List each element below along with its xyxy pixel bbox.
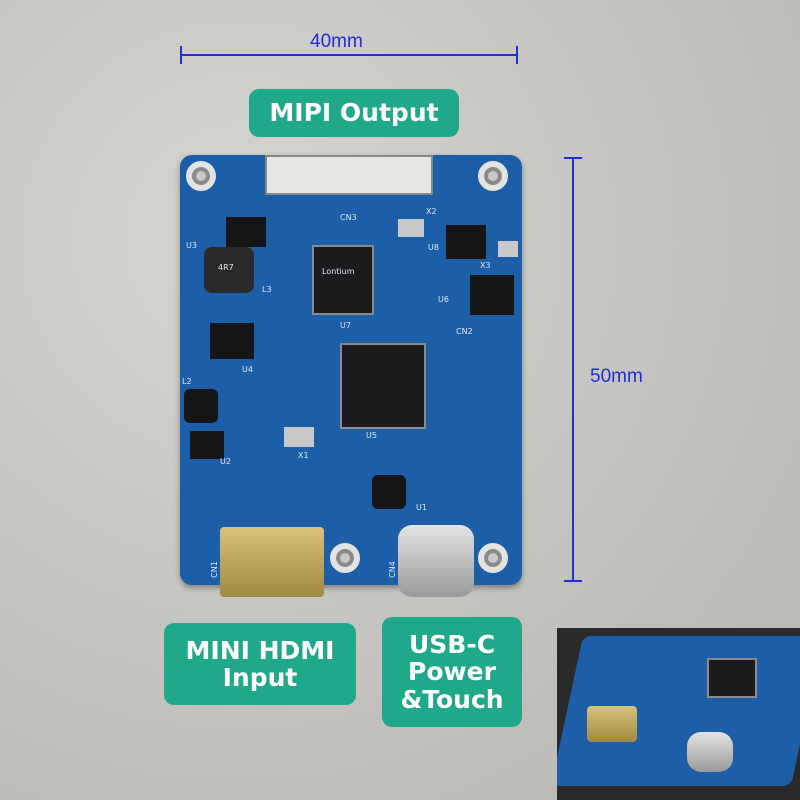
silk-x3: X3 xyxy=(480,261,491,270)
silk-u3: U3 xyxy=(186,241,197,250)
mini-hdmi-port xyxy=(220,527,324,597)
inductor-u1 xyxy=(372,475,406,509)
mount-hole xyxy=(330,543,360,573)
width-tick-right xyxy=(516,46,518,64)
pcb-board: CN3 Lontium U7 U5 4R7 L3 L2 U3 U4 U2 U8 … xyxy=(180,155,522,597)
usbc-line3: &Touch xyxy=(400,684,504,714)
usbc-line1: USB-C xyxy=(408,629,496,659)
silk-cn1: CN1 xyxy=(209,561,219,578)
silk-u4: U4 xyxy=(242,365,253,374)
width-label: 40mm xyxy=(310,31,363,52)
inductor-l2 xyxy=(184,389,218,423)
usbc-line2: Power xyxy=(408,657,496,687)
inductor xyxy=(204,247,254,293)
ic-u6 xyxy=(470,275,514,315)
mount-hole xyxy=(478,543,508,573)
inset-hdmi-port xyxy=(587,706,637,742)
usb-c-port xyxy=(398,525,474,597)
hdmi-line1: MINI HDMI xyxy=(185,635,335,665)
main-chip xyxy=(340,343,426,429)
silk-cn4: CN4 xyxy=(387,561,397,578)
silk-u8: U8 xyxy=(428,243,439,252)
silk-u5: U5 xyxy=(366,431,377,440)
silk-4r7: 4R7 xyxy=(218,263,234,272)
silk-u2: U2 xyxy=(220,457,231,466)
silk-cn3: CN3 xyxy=(340,213,357,222)
silk-u7: U7 xyxy=(340,321,351,330)
mipi-fpc-connector xyxy=(265,155,433,195)
height-dimension-line xyxy=(572,158,574,582)
ic-u8 xyxy=(446,225,486,259)
height-tick-bottom xyxy=(564,580,582,582)
crystal-x1 xyxy=(284,427,314,447)
silk-l3: L3 xyxy=(262,285,272,294)
ic-u3 xyxy=(226,217,266,247)
width-tick-left xyxy=(180,46,182,64)
crystal-x2 xyxy=(398,219,424,237)
width-dimension-line xyxy=(180,54,518,56)
silk-x1: X1 xyxy=(298,451,309,460)
silk-x2: X2 xyxy=(426,207,437,216)
silk-lontium: Lontium xyxy=(322,267,355,276)
hdmi-line2: Input xyxy=(222,663,298,692)
lontium-chip xyxy=(312,245,374,315)
inset-chip xyxy=(707,658,757,698)
mount-hole xyxy=(478,161,508,191)
mount-hole xyxy=(186,161,216,191)
silk-u6: U6 xyxy=(438,295,449,304)
inset-usbc-port xyxy=(687,732,733,772)
silk-cn2: CN2 xyxy=(456,327,473,336)
ic-u2 xyxy=(190,431,224,459)
mipi-output-label: MIPI Output xyxy=(249,89,459,137)
height-tick-top xyxy=(564,157,582,159)
mipi-text: MIPI Output xyxy=(269,98,439,128)
ic-u4 xyxy=(210,323,254,359)
height-label: 50mm xyxy=(590,366,643,387)
crystal-x3 xyxy=(498,241,518,257)
angled-board-photo-inset xyxy=(557,628,800,800)
silk-u1: U1 xyxy=(416,503,427,512)
silk-l2: L2 xyxy=(182,377,192,386)
